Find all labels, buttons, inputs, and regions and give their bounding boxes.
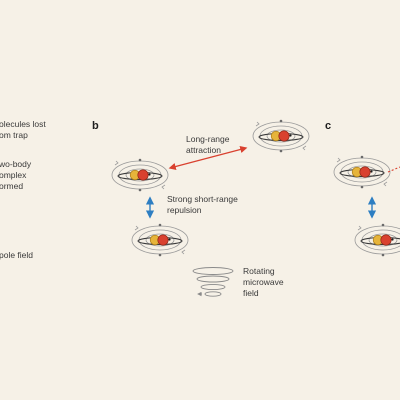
panel-b-letter: b <box>92 120 99 132</box>
panel-a-label-line-1: olecules lost <box>0 119 46 129</box>
field-label-line-2: microwave <box>243 277 284 287</box>
panel-c-letter: c <box>325 120 331 132</box>
attraction-label-line-2: attraction <box>186 145 221 155</box>
field-label-line-3: field <box>243 288 259 298</box>
molecule-c-top <box>333 155 391 189</box>
molecule-b-bottom <box>131 223 189 257</box>
panel-a-label-line-4: omplex <box>0 170 27 180</box>
molecule-b-top-right <box>252 119 310 153</box>
panel-a-labels: olecules lost om trap wo-body omplex orm… <box>0 119 46 260</box>
field-label: Rotating microwave field <box>243 266 284 298</box>
repulsion-label-line-1: Strong short-range <box>167 194 238 204</box>
panel-a-label-line-6: pole field <box>0 250 33 260</box>
rotating-field-icon <box>192 267 234 297</box>
field-label-line-1: Rotating <box>243 266 275 276</box>
panel-a-label-line-2: om trap <box>0 130 28 140</box>
molecule-b-left <box>111 158 169 192</box>
panel-a-label-line-5: ormed <box>0 181 23 191</box>
attraction-arrow <box>168 145 248 171</box>
attraction-label-line-1: Long-range <box>186 134 230 144</box>
attraction-label: Long-range attraction <box>186 134 230 155</box>
molecule-c-bottom <box>354 223 400 257</box>
repulsion-label-line-2: repulsion <box>167 205 202 215</box>
repulsion-label: Strong short-range repulsion <box>167 194 238 215</box>
panel-a-label-line-3: wo-body <box>0 159 32 169</box>
